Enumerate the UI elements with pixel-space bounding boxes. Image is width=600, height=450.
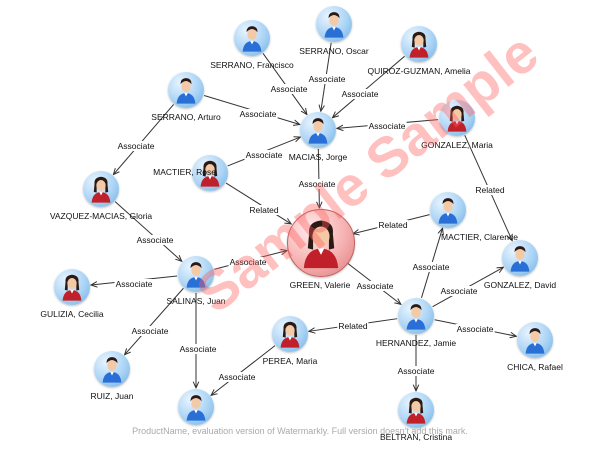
node-label: GONZALEZ, David (483, 280, 557, 290)
edge-label: Associate (455, 324, 495, 334)
edge-label: Associate (355, 281, 395, 291)
edge-label: Related (337, 321, 369, 331)
node-label: BELTRAN, Cristina (379, 432, 453, 442)
edge-macias-jorge-to-green-valerie (318, 148, 319, 208)
edge-label: Associate (297, 179, 337, 189)
edge-label: Associate (217, 372, 257, 382)
edge-salinas-juan-to-ruiz-juan (125, 287, 184, 355)
node-label: MACTIER, Rose (153, 167, 216, 177)
edge-label: Associate (367, 121, 407, 131)
edge-label: Related (474, 185, 506, 195)
edge-serrano-arturo-to-vazquez-macias-gloria (113, 104, 175, 174)
male-person-icon (316, 6, 352, 42)
node-label: RUIZ, Juan (90, 391, 134, 401)
trial-notice: ProductName, evaluation version of Water… (132, 426, 468, 436)
edge-label: Associate (116, 141, 156, 151)
male-person-icon (178, 256, 214, 292)
edge-label: Associate (439, 286, 479, 296)
node-label: GREEN, Valerie (289, 280, 351, 290)
node-label: SERRANO, Arturo (151, 112, 221, 122)
female-person-icon (398, 392, 434, 428)
female-person-icon (287, 209, 355, 277)
female-person-icon (54, 269, 90, 305)
edge-label: Associate (114, 279, 154, 289)
edge-label: Associate (244, 150, 284, 160)
node-label: HERNANDEZ, Jamie (375, 338, 457, 348)
edge-label: Associate (178, 344, 218, 354)
node-label: MACIAS, Jorge (288, 152, 348, 162)
node-label: SERRANO, Oscar (299, 46, 369, 56)
node-label: PEREA, Maria (262, 356, 318, 366)
edge-label: Associate (228, 257, 268, 267)
male-person-icon (517, 322, 553, 358)
node-label: SERRANO, Francisco (210, 60, 294, 70)
male-person-icon (168, 72, 204, 108)
male-person-icon (178, 389, 214, 425)
edge-label: Associate (396, 366, 436, 376)
female-person-icon (272, 316, 308, 352)
node-label: QUIROZ-GUZMAN, Amelia (367, 66, 471, 76)
male-person-icon (502, 240, 538, 276)
edge-quiroz-guzman-amelia-to-macias-jorge (332, 55, 405, 117)
edge-label: Associate (135, 235, 175, 245)
male-person-icon (430, 192, 466, 228)
edge-perea-maria-to-bottom-person (211, 345, 276, 396)
node-label: SALINAS, Juan (166, 296, 226, 306)
female-person-icon (439, 100, 475, 136)
node-label: GULIZIA, Cecilia (40, 309, 104, 319)
node-label: GONZALEZ, Maria (421, 140, 493, 150)
edge-vazquez-macias-gloria-to-salinas-juan (114, 201, 182, 262)
edge-label: Associate (130, 326, 170, 336)
edge-label: Associate (411, 262, 451, 272)
edge-mactier-rose-to-green-valerie (225, 182, 291, 224)
edge-label: Associate (340, 89, 380, 99)
node-label: CHICA, Rafael (507, 362, 563, 372)
male-person-icon (94, 351, 130, 387)
female-person-icon (83, 171, 119, 207)
female-person-icon (192, 155, 228, 191)
edge-label: Associate (307, 74, 347, 84)
node-label: VAZQUEZ-MACIAS, Gloria (49, 211, 153, 221)
male-person-icon (300, 112, 336, 148)
edge-label: Associate (238, 109, 278, 119)
edge-label: Related (248, 205, 280, 215)
edge-label: Associate (269, 84, 309, 94)
male-person-icon (234, 20, 270, 56)
female-person-icon (401, 26, 437, 62)
edge-label: Related (377, 220, 409, 230)
node-label: MACTIER, Clarence (441, 232, 518, 242)
male-person-icon (398, 298, 434, 334)
